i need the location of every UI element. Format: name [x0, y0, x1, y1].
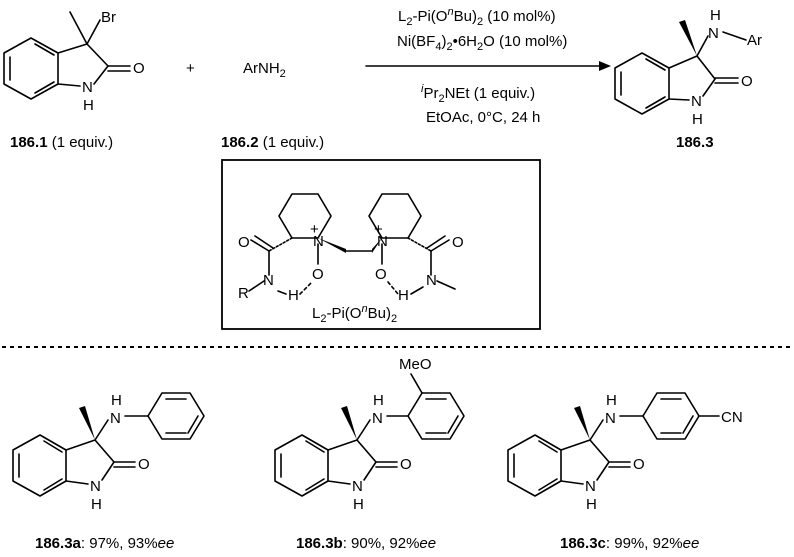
plus-sign: + [186, 60, 195, 77]
condition-line-1: L2-Pi(OnBu)2 (10 mol%) [398, 6, 556, 28]
product-atom-n2: N [691, 93, 702, 110]
ligand-atom-n-left: N [313, 233, 324, 250]
ex-c-atom-h2: H [586, 496, 597, 513]
product-atom-ar: Ar [747, 32, 762, 49]
example-186-3c-label: 186.3c: 99%, 92%ee [560, 535, 699, 552]
ex-c-atom-n: N [605, 410, 616, 427]
ligand-atom-o-left: O [312, 266, 324, 283]
example-186-3c-structure: N H CN O N H [507, 392, 743, 513]
product-atom-h: H [710, 7, 721, 24]
ligand-atom-o-carbonyl-left: O [238, 234, 250, 251]
reactant-186-1-label: 186.1 (1 equiv.) [10, 134, 113, 151]
ex-c-atom-n2: N [585, 478, 596, 495]
ligand-atom-o-carbonyl-right: O [452, 234, 464, 251]
ligand-caption: L2-Pi(OnBu)2 [312, 303, 397, 325]
ligand-plus-left: + [310, 221, 319, 238]
product-186-3-structure: N H Ar O N H [614, 7, 762, 128]
ligand-atom-n-amide-right: N [426, 272, 437, 289]
ligand-atom-n-right: N [377, 233, 388, 250]
ex-c-atom-o: O [633, 456, 645, 473]
condition-line-4: EtOAc, 0°C, 24 h [426, 109, 540, 126]
reactant-186-1-structure: Br O N H [3, 9, 145, 114]
example-186-3b-structure: N H MeO O N H [274, 356, 465, 513]
atom-n: N [82, 79, 93, 96]
ligand-structure: N + N + O O O O N N H H R [238, 193, 464, 304]
ligand-atom-r: R [238, 285, 249, 302]
ligand-box [221, 159, 541, 330]
reactant-186-2-formula: ArNH2 [243, 60, 286, 80]
ligand-atom-n-amide-left: N [263, 272, 274, 289]
ex-b-meo: MeO [399, 356, 432, 373]
reactant-186-2-label: 186.2 (1 equiv.) [221, 134, 324, 151]
ex-b-atom-h2: H [353, 496, 364, 513]
product-186-3-label: 186.3 [676, 134, 714, 151]
ex-c-cn: CN [721, 409, 743, 426]
ligand-atom-h-right: H [398, 287, 409, 304]
ex-a-atom-n: N [110, 410, 121, 427]
example-186-3a-label: 186.3a: 97%, 93%ee [35, 535, 174, 552]
ex-b-atom-h: H [373, 392, 384, 409]
reaction-arrowhead [599, 61, 611, 71]
product-atom-h2: H [692, 111, 703, 128]
ligand-atom-o-right: O [375, 266, 387, 283]
ligand-plus-right: + [374, 221, 383, 238]
ex-a-atom-o: O [138, 456, 150, 473]
ex-a-atom-n2: N [90, 478, 101, 495]
ex-c-atom-h: H [606, 392, 617, 409]
ex-b-atom-o: O [400, 456, 412, 473]
atom-h: H [83, 97, 94, 114]
ex-a-atom-h: H [111, 392, 122, 409]
product-atom-o: O [741, 73, 753, 90]
ex-b-atom-n: N [372, 410, 383, 427]
condition-line-2: Ni(BF4)2•6H2O (10 mol%) [397, 33, 567, 53]
ligand-atom-h-left: H [288, 287, 299, 304]
example-186-3b-label: 186.3b: 90%, 92%ee [296, 535, 436, 552]
condition-line-3: iPr2NEt (1 equiv.) [421, 83, 535, 105]
atom-o: O [133, 60, 145, 77]
ex-a-atom-h2: H [91, 496, 102, 513]
atom-br: Br [101, 9, 116, 26]
product-atom-n: N [708, 25, 719, 42]
ex-b-atom-n2: N [352, 478, 363, 495]
example-186-3a-structure: N H O N H [12, 392, 205, 513]
